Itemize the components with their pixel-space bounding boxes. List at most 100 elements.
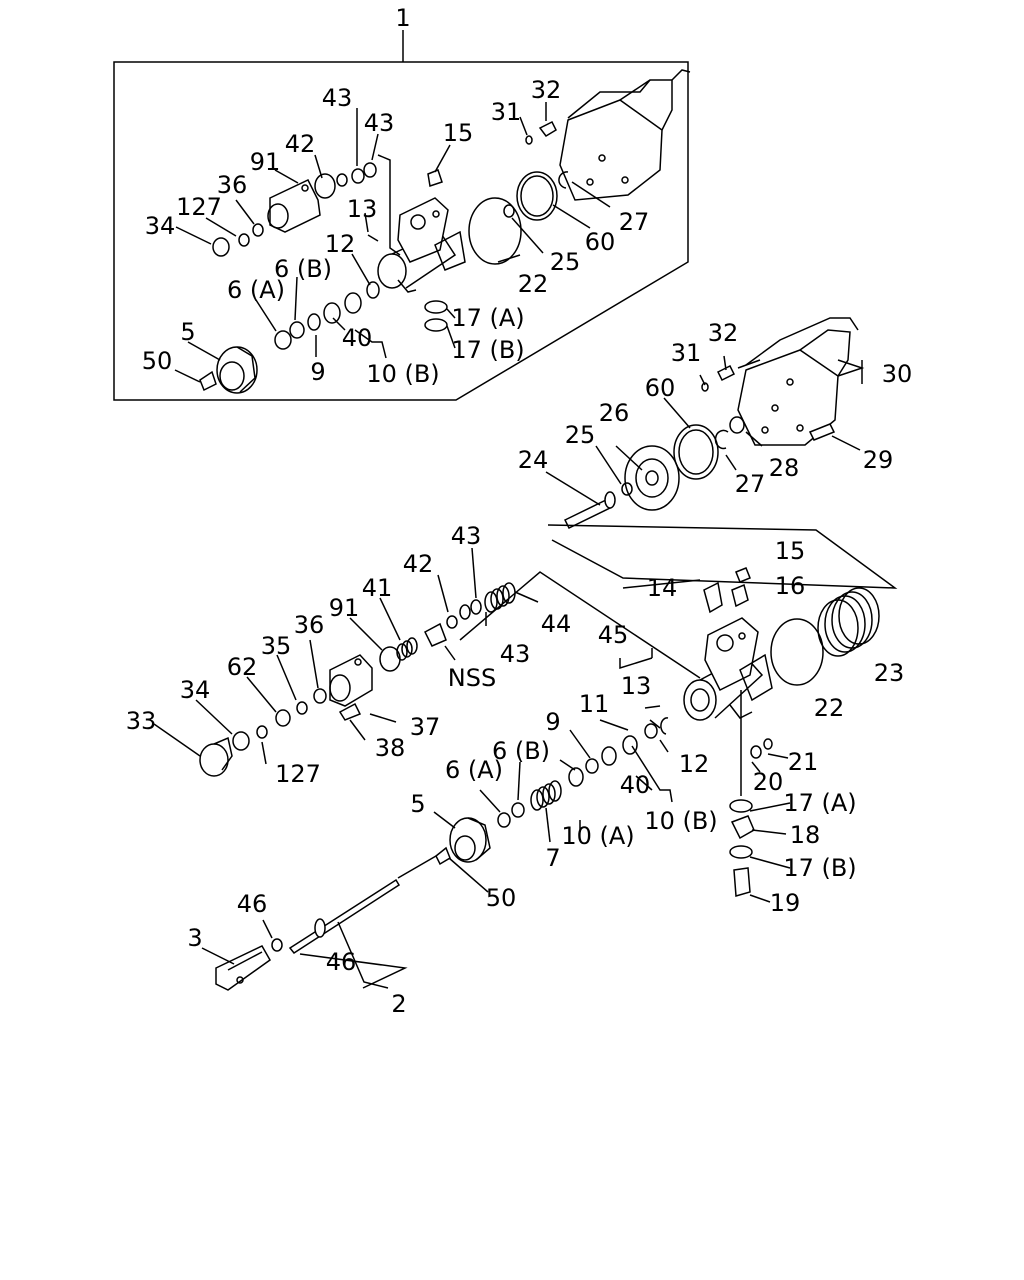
dust-boot-37 [329, 654, 373, 707]
callout-label: 9 [545, 708, 560, 736]
callout-label: 17 (A) [783, 789, 856, 817]
callout-label: 60 [645, 374, 676, 402]
ring-6a [497, 812, 511, 828]
washer-62 [275, 709, 291, 727]
bolt-29 [808, 423, 836, 441]
callout-label: 12 [325, 230, 356, 258]
callout-label: 127 [176, 193, 222, 221]
kit-callout-labels: 1 43 43 31 32 15 42 91 36 127 34 13 12 6… [142, 4, 650, 388]
kit-booster-housing [559, 69, 691, 201]
callout-label: 18 [790, 821, 821, 849]
callout-label: 15 [443, 119, 474, 147]
cup-10a [568, 767, 584, 787]
callout-label: 91 [329, 594, 360, 622]
seal-ring-22 [770, 618, 824, 686]
callout-label: 127 [275, 760, 321, 788]
callout-label: 41 [362, 574, 393, 602]
washer-17b [729, 845, 753, 859]
clip-50 [435, 846, 451, 866]
main-assembly: 32 31 30 60 26 25 24 28 27 29 43 42 41 9… [126, 317, 913, 1018]
seal-43b [459, 604, 471, 620]
callout-label: 32 [708, 319, 739, 347]
o-ring-31 [701, 382, 709, 392]
callout-label: 17 (B) [451, 336, 524, 364]
callout-label: 43 [500, 640, 531, 668]
callout-label: 36 [294, 611, 325, 639]
callout-label: 23 [874, 659, 905, 687]
push-rod-2 [271, 878, 401, 954]
callout-label: 43 [364, 109, 395, 137]
callout-label: 27 [619, 208, 650, 236]
callout-label: 31 [671, 339, 702, 367]
callout-label: 2 [391, 990, 406, 1018]
callout-label: 6 (A) [445, 756, 503, 784]
main-callout-labels: 32 31 30 60 26 25 24 28 27 29 43 42 41 9… [126, 319, 913, 1018]
callout-label: 17 (A) [451, 304, 524, 332]
callout-label: 5 [180, 318, 195, 346]
callout-label: 10 (B) [366, 360, 439, 388]
callout-label: 34 [145, 212, 176, 240]
callout-label: NSS [448, 664, 496, 692]
callout-label: 3 [187, 924, 202, 952]
washer-11 [644, 723, 658, 739]
callout-label: 32 [531, 76, 562, 104]
callout-label: 24 [518, 446, 549, 474]
callout-label: 50 [142, 347, 173, 375]
callout-label: 40 [620, 771, 651, 799]
clevis-3 [215, 945, 271, 991]
callout-label: 44 [541, 610, 572, 638]
bolt-38 [338, 702, 362, 721]
callout-label: 15 [775, 537, 806, 565]
callout-label: 13 [621, 672, 652, 700]
callout-label: 5 [410, 790, 425, 818]
callout-label: 19 [770, 889, 801, 917]
callout-label: 13 [347, 195, 378, 223]
spring-41 [396, 637, 418, 661]
washer-17a [729, 799, 753, 813]
main-leaders [153, 355, 898, 989]
spring-23 [817, 587, 880, 657]
callout-label: 28 [769, 454, 800, 482]
seal-43a [470, 599, 482, 615]
o-ring-34 [232, 731, 250, 751]
callout-label: 22 [814, 694, 845, 722]
callout-label: 10 (A) [561, 822, 634, 850]
valve-nss [424, 622, 447, 647]
callout-label: 21 [788, 748, 819, 776]
master-cylinder-body [683, 617, 773, 721]
callout-label: 6 (B) [274, 255, 332, 283]
kit-dust-boot [267, 179, 321, 233]
callout-label: 46 [237, 890, 268, 918]
snap-ring-27 [714, 429, 729, 450]
callout-label: 22 [518, 270, 549, 298]
callout-label: 34 [180, 676, 211, 704]
callout-label: 62 [227, 653, 258, 681]
cup-40 [622, 735, 638, 755]
callout-label: 12 [679, 750, 710, 778]
callout-label: 11 [579, 690, 610, 718]
callout-label: 1 [395, 4, 410, 32]
callout-label: 35 [261, 632, 292, 660]
washer-21 [763, 738, 773, 750]
callout-label: 29 [863, 446, 894, 474]
repair-kit-inset: 1 43 43 31 32 15 42 91 36 127 34 13 12 6… [113, 4, 691, 401]
callout-label: 43 [451, 522, 482, 550]
callout-label: 42 [285, 130, 316, 158]
ring-60 [673, 424, 719, 480]
pin-13 [644, 705, 661, 709]
callout-label: 25 [565, 421, 596, 449]
kit-frame [113, 61, 689, 401]
ring-40b [601, 746, 617, 766]
callout-label: 9 [310, 358, 325, 386]
callout-label: 14 [647, 574, 678, 602]
washer-9 [585, 758, 599, 774]
kit-cylinder-body [377, 197, 466, 293]
washer-35 [296, 701, 308, 715]
nipple-16 [731, 583, 749, 608]
callout-label: 16 [775, 572, 806, 600]
callout-label: 33 [126, 707, 157, 735]
o-ring-91 [379, 646, 401, 672]
callout-label: 38 [375, 734, 406, 762]
booster-housing [737, 317, 859, 446]
